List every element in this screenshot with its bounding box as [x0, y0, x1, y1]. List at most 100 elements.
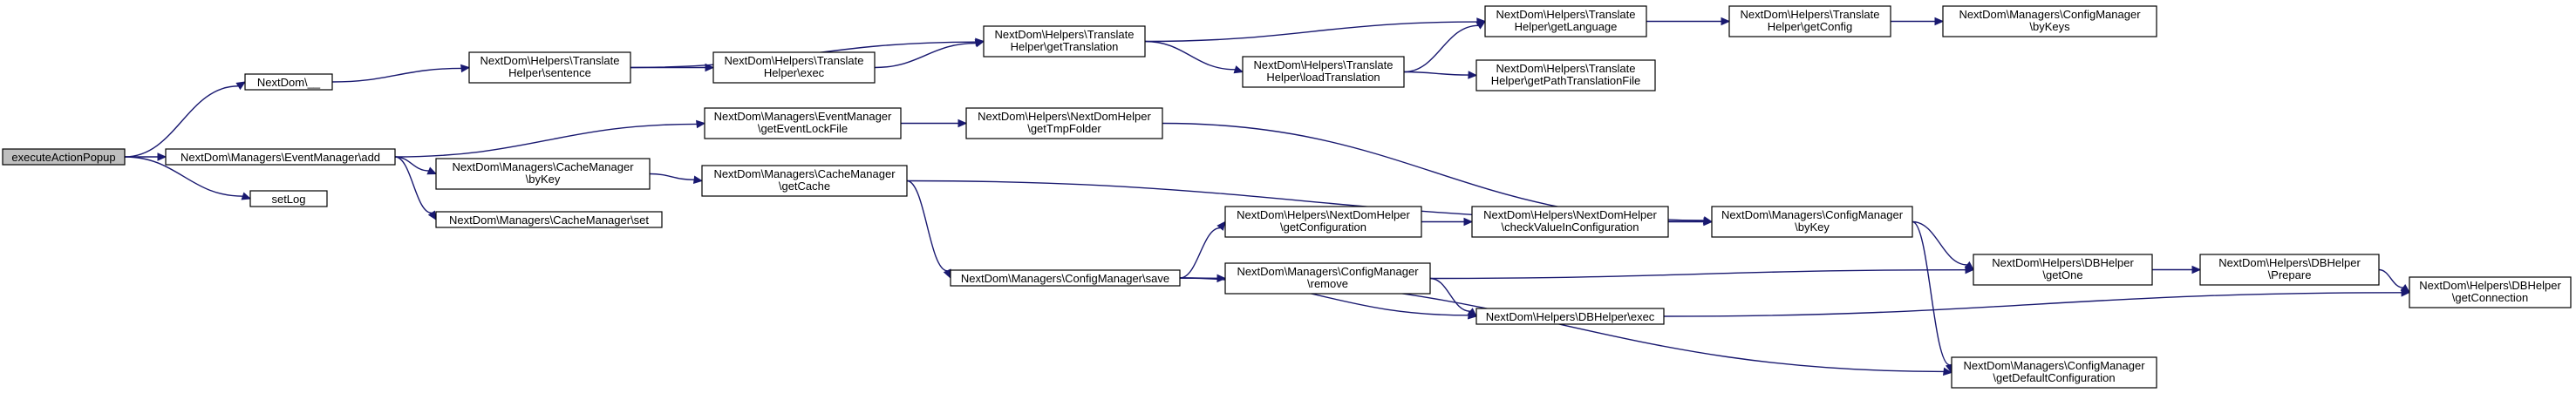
- node-cfg-save[interactable]: NextDom\Managers\ConfigManager\save: [950, 269, 1181, 287]
- node-label-line: \getConnection: [2452, 291, 2528, 304]
- edge-arrowhead: [1934, 17, 1945, 26]
- edge-em-add-to-em-getEventLockFile: [394, 119, 706, 158]
- node-db-getConnection[interactable]: NextDom\Helpers\DBHelper\getConnection: [2409, 276, 2572, 308]
- node-label-line: Helper\getPathTranslationFile: [1491, 74, 1641, 87]
- node-label-line: NextDom\Helpers\DBHelper\exec: [1486, 310, 1655, 323]
- node-label-line: NextDom\Managers\ConfigManager: [1721, 208, 1904, 221]
- edge-cm-getCache-to-cfg-save: [906, 180, 951, 280]
- node-box: [2, 148, 126, 166]
- node-label-line: NextDom\Helpers\Translate: [1741, 8, 1880, 21]
- edge-line: [1144, 40, 1236, 71]
- edge-arrowhead: [974, 39, 985, 48]
- edge-db-exec-to-db-getConnection: [1663, 288, 2411, 317]
- node-label-line: NextDom\__: [257, 76, 321, 89]
- edge-ndh-getConfiguration-to-ndh-checkValue: [1421, 217, 1474, 227]
- edge-arrowhead: [1721, 17, 1731, 26]
- node-label-line: Helper\getLanguage: [1515, 20, 1618, 33]
- node-label-line: \getConfiguration: [1280, 220, 1366, 234]
- node-label-line: NextDom\Helpers\NextDomHelper: [978, 110, 1151, 123]
- node-th-getTranslation[interactable]: NextDom\Helpers\TranslateHelper\getTrans…: [983, 25, 1146, 58]
- edge-arrowhead: [705, 63, 715, 72]
- node-db-getOne[interactable]: NextDom\Helpers\DBHelper\getOne: [1973, 254, 2153, 286]
- edge-arrowhead: [1942, 367, 1953, 376]
- node-label-line: Helper\loadTranslation: [1266, 71, 1380, 84]
- edge-line: [906, 180, 948, 272]
- edge-arrowhead: [1467, 308, 1477, 317]
- node-th-loadTranslation[interactable]: NextDom\Helpers\TranslateHelper\loadTran…: [1242, 56, 1405, 88]
- node-cm-set[interactable]: NextDom\Managers\CacheManager\set: [435, 211, 663, 228]
- edge-line: [649, 173, 695, 181]
- node-box: [244, 73, 333, 91]
- node-label-line: Helper\sentence: [508, 66, 591, 79]
- node-db-prepare[interactable]: NextDom\Helpers\DBHelper\Prepare: [2199, 254, 2380, 286]
- node-box: [2409, 276, 2572, 308]
- node-label-line: Helper\getConfig: [1768, 20, 1853, 33]
- node-label-line: \getOne: [2042, 268, 2082, 281]
- edge-arrowhead: [696, 119, 706, 129]
- node-box: [1711, 206, 1913, 238]
- node-cfg-getDefault[interactable]: NextDom\Managers\ConfigManager\getDefaul…: [1951, 356, 2157, 389]
- edge-cfg-save-to-ndh-getConfiguration: [1179, 220, 1226, 279]
- node-cfg-byKeys[interactable]: NextDom\Managers\ConfigManager\byKeys: [1942, 5, 2157, 37]
- node-box: [1471, 206, 1669, 238]
- edge-th-loadTranslation-to-th-getLanguage: [1403, 20, 1487, 73]
- edge-executeActionPopup-to-setLog: [124, 156, 252, 200]
- node-box: [1942, 5, 2157, 37]
- edge-line: [874, 42, 977, 69]
- node-setLog[interactable]: setLog: [249, 190, 328, 207]
- edge-line: [1663, 292, 2402, 317]
- node-label-line: NextDom\Managers\CacheManager: [713, 167, 896, 180]
- node-box: [1484, 5, 1647, 37]
- node-em-add[interactable]: NextDom\Managers\EventManager\add: [165, 148, 396, 166]
- edge-line: [124, 85, 239, 158]
- node-th-getPathTranslationFile[interactable]: NextDom\Helpers\TranslateHelper\getPathT…: [1475, 59, 1656, 91]
- node-label-line: \byKey: [1795, 220, 1830, 234]
- node-ndh-getTmpFolder[interactable]: NextDom\Helpers\NextDomHelper\getTmpFold…: [965, 107, 1163, 139]
- node-em-getEventLockFile[interactable]: NextDom\Managers\EventManager\getEventLo…: [704, 107, 902, 139]
- edge-th-getTranslation-to-th-loadTranslation: [1144, 40, 1244, 74]
- edge-th-getTranslation-to-th-getLanguage: [1144, 17, 1487, 43]
- node-cfg-remove[interactable]: NextDom\Managers\ConfigManager\remove: [1224, 262, 1431, 295]
- node-label-line: NextDom\Helpers\NextDomHelper: [1483, 208, 1657, 221]
- node-box: [965, 107, 1163, 139]
- edge-arrowhead: [1216, 220, 1226, 231]
- edge-arrowhead: [692, 175, 704, 184]
- node-label-line: \getEventLockFile: [758, 122, 848, 135]
- node-nd-translate[interactable]: NextDom\__: [244, 73, 333, 91]
- node-label-line: NextDom\Helpers\Translate: [1254, 58, 1394, 71]
- node-box: [1224, 206, 1422, 238]
- node-label-line: NextDom\Managers\ConfigManager: [1237, 265, 1419, 278]
- node-cm-byKey[interactable]: NextDom\Managers\CacheManager\byKey: [435, 158, 651, 190]
- node-cm-getCache[interactable]: NextDom\Managers\CacheManager\getCache: [701, 165, 908, 197]
- edge-executeActionPopup-to-nd-translate: [124, 81, 247, 158]
- node-ndh-checkValue[interactable]: NextDom\Helpers\NextDomHelper\checkValue…: [1471, 206, 1669, 238]
- edge-cfg-byKey-to-db-getOne: [1912, 220, 1974, 271]
- node-label-line: NextDom\Managers\ConfigManager\save: [961, 272, 1169, 285]
- edge-arrowhead: [957, 119, 968, 128]
- node-cfg-byKey[interactable]: NextDom\Managers\ConfigManager\byKey: [1711, 206, 1913, 238]
- node-box: [983, 25, 1146, 58]
- node-box: [701, 165, 908, 197]
- node-ndh-getConfiguration[interactable]: NextDom\Helpers\NextDomHelper\getConfigu…: [1224, 206, 1422, 238]
- edge-arrowhead: [1475, 20, 1487, 30]
- edge-line: [1403, 24, 1479, 73]
- node-label-line: \getDefaultConfiguration: [1993, 371, 2115, 384]
- node-db-exec[interactable]: NextDom\Helpers\DBHelper\exec: [1475, 308, 1665, 325]
- node-label-line: \Prepare: [2268, 268, 2312, 281]
- edge-line: [1429, 268, 1966, 280]
- edge-th-exec-to-th-getTranslation: [874, 39, 985, 69]
- node-label-line: NextDom\Managers\ConfigManager: [1963, 359, 2145, 372]
- node-th-getLanguage[interactable]: NextDom\Helpers\TranslateHelper\getLangu…: [1484, 5, 1647, 37]
- node-executeActionPopup[interactable]: executeActionPopup: [2, 148, 126, 166]
- edge-arrowhead: [426, 166, 438, 175]
- edge-em-getEventLockFile-to-ndh-getTmpFolder: [900, 119, 968, 128]
- edge-line: [394, 123, 698, 158]
- node-th-getConfig[interactable]: NextDom\Helpers\TranslateHelper\getConfi…: [1728, 5, 1891, 37]
- edge-nd-translate-to-th-sentence: [331, 64, 471, 83]
- node-label-line: \byKeys: [2029, 20, 2070, 33]
- node-label-line: NextDom\Managers\ConfigManager: [1959, 8, 2141, 21]
- node-label-line: \getTmpFolder: [1027, 122, 1101, 135]
